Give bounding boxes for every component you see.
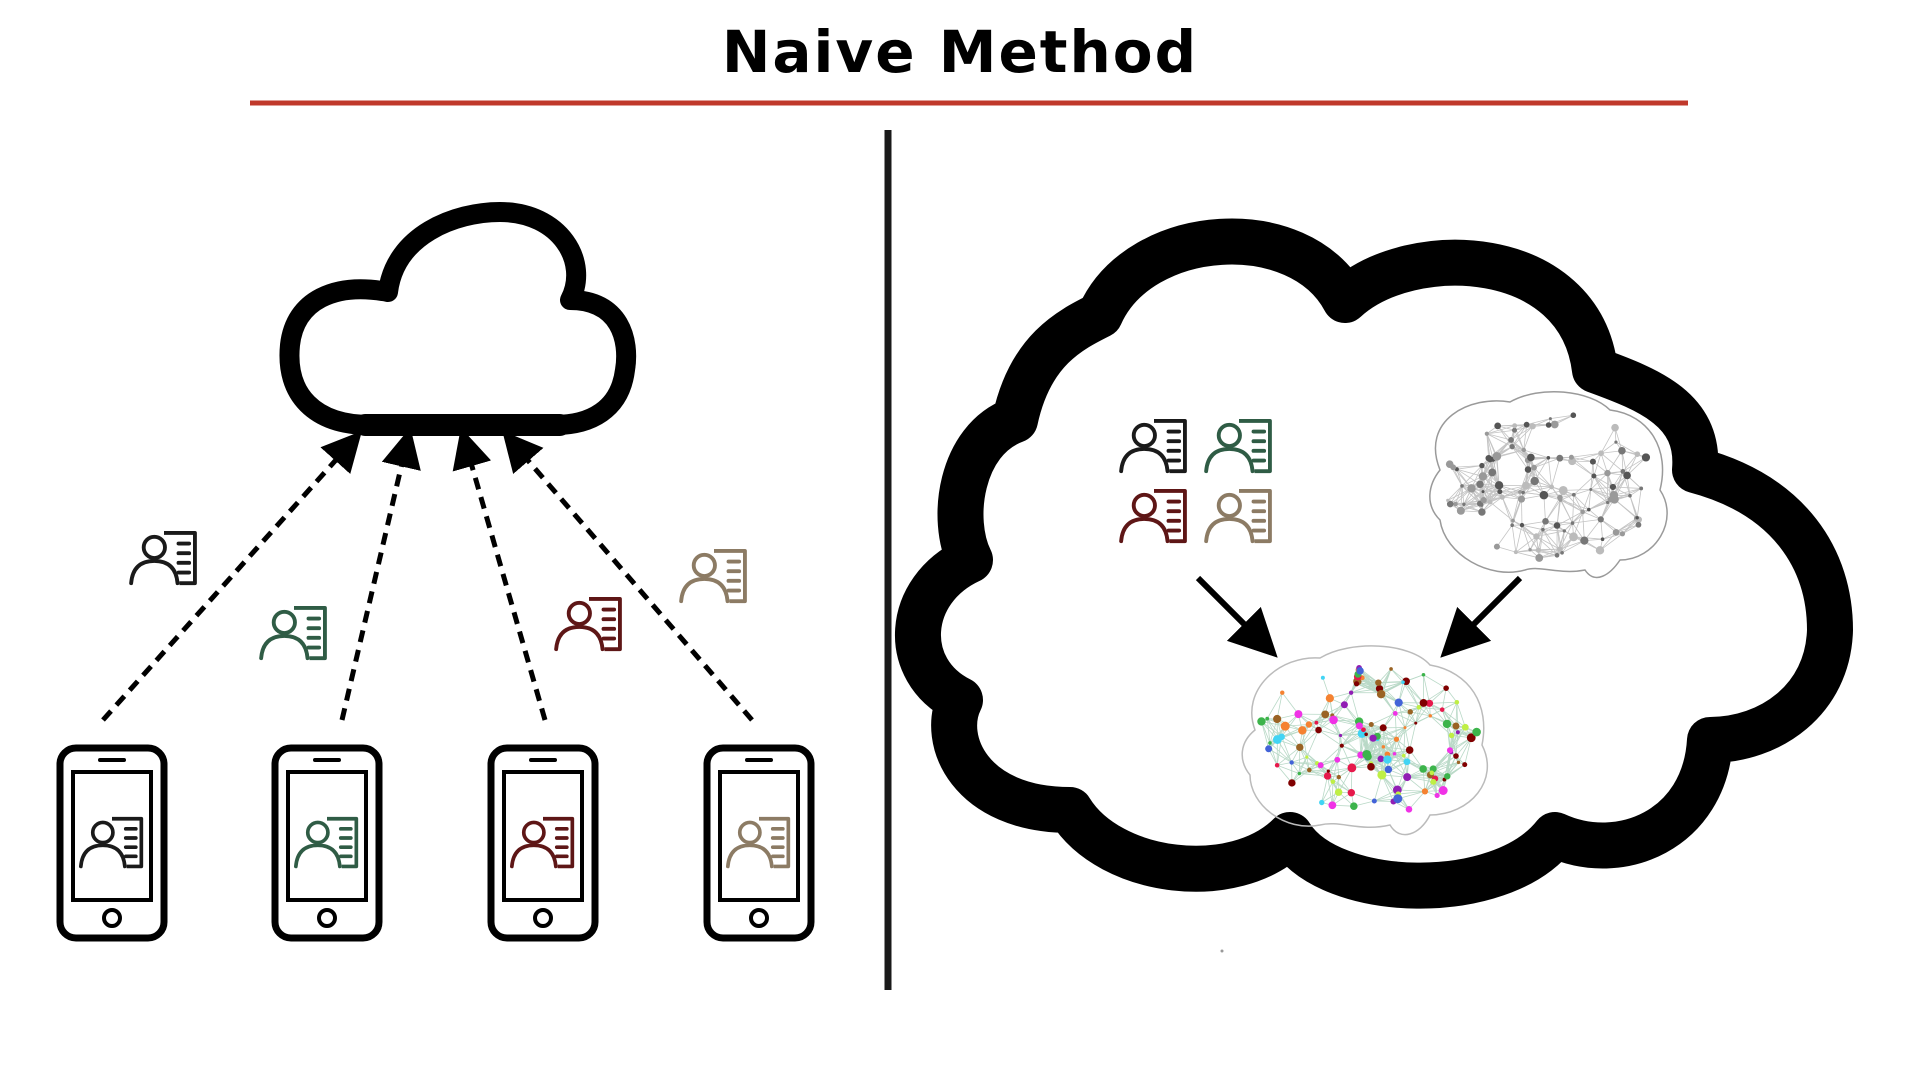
phone-4-icon [703, 744, 815, 942]
pretrained-to-model-arrow [1440, 575, 1523, 658]
upload-arrow-1 [101, 430, 363, 722]
gray-brain-network-icon [1429, 391, 1668, 579]
upload-data-3-icon [554, 596, 622, 652]
stray-dot [1220, 949, 1224, 953]
server-cloud-icon [279, 202, 637, 435]
data-to-model-arrow [1195, 575, 1278, 658]
phone-1-icon [56, 744, 168, 942]
page-title: Naive Method [721, 18, 1199, 86]
phone-2-icon [271, 744, 383, 942]
upload-data-4-icon [679, 548, 747, 604]
upload-data-2-icon [259, 605, 327, 661]
phone-3-icon [487, 744, 599, 942]
upload-arrow-3 [452, 427, 548, 721]
upload-arrow-4 [502, 430, 754, 722]
colorful-brain-network-icon [1241, 645, 1488, 836]
upload-arrow-2 [339, 427, 421, 721]
large-cloud-icon [895, 218, 1853, 909]
upload-data-1-icon [129, 530, 197, 586]
